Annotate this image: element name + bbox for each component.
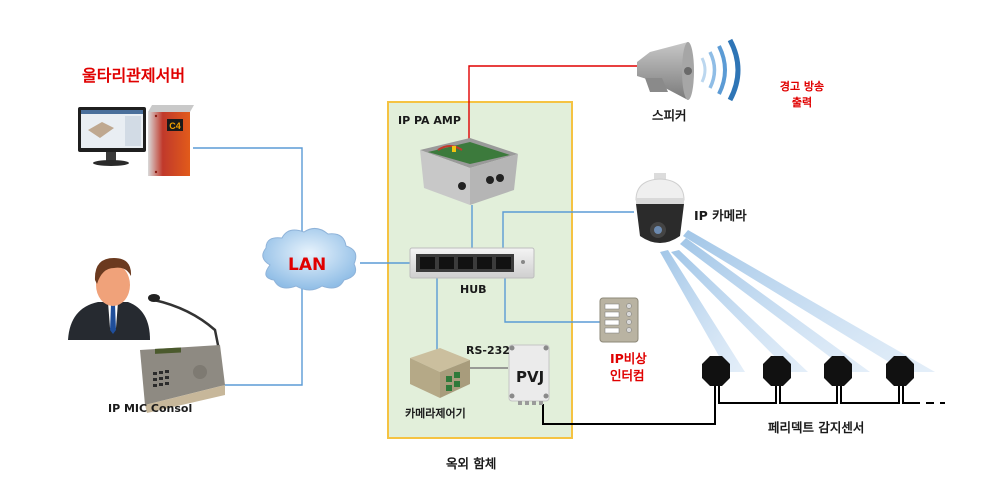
warning-broadcast-label: 경고 방송 출력 [770,78,834,110]
mic-to-lan-line [215,285,303,386]
lan-connections [193,147,634,386]
sensor-bus-line [840,385,900,404]
sensor-icon [702,356,730,386]
intercom-icon [599,297,639,343]
pvj-to-sensor-line [542,385,716,425]
hub-to-intercom-line [504,278,600,323]
speaker-label: 스피커 [652,108,687,123]
warning-broadcast-line2: 출력 [791,96,813,109]
hub-label: HUB [460,283,487,296]
camera-beam [683,230,935,372]
intercom-label: IP비상 인터컴 [610,350,647,384]
pvj-junction-box-icon [508,344,550,405]
operator-avatar-icon [68,258,150,340]
network-hub-icon [409,247,535,279]
rs232-label: RS-232 [466,344,510,357]
server-tower-icon: C4 [148,105,194,176]
warning-broadcast-line1: 경고 방송 [779,80,825,93]
horn-speaker-icon [637,42,694,100]
camera-controller-icon [410,348,470,398]
enclosure-label: 옥외 함체 [446,456,497,471]
server-title-label: 울타리관제서버 [82,66,186,85]
hub-to-camera-line [502,211,634,248]
lan-cloud-icon [262,228,357,291]
sound-wave-icon [700,38,741,102]
mic-console-icon [140,294,225,413]
amp-to-speaker-line [468,65,637,140]
perimeter-sensors [702,356,914,386]
ptz-camera-icon [635,173,685,243]
server-monitor-icon [78,107,146,166]
pa-amp-icon [420,138,518,205]
sensor-icon [824,356,852,386]
camera-beam [680,238,870,372]
sensor-icon [763,356,791,386]
ip-camera-label: IP 카메라 [694,208,747,223]
sensor-bus [542,385,945,425]
sensor-bus-line [902,385,912,404]
sensor-icon [886,356,914,386]
mic-console-label: IP MIC Consol [108,402,193,415]
lan-label: LAN [288,255,327,275]
pvj-label: PVJ [516,368,545,386]
server-badge: C4 [169,121,181,131]
intercom-line2: 인터컴 [610,368,645,383]
camera-coverage-beams [660,230,935,372]
sensor-bus-line [718,385,777,404]
pa-amp-label: IP PA AMP [398,114,461,127]
server-to-lan-line [193,147,303,245]
sensor-label: 페리덱트 감지센서 [768,420,865,435]
camera-beam [671,250,808,372]
camera-controller-label: 카메라제어기 [405,407,466,420]
sensor-bus-line [779,385,838,404]
intercom-line1: IP비상 [610,351,647,366]
camera-beam [660,250,745,372]
